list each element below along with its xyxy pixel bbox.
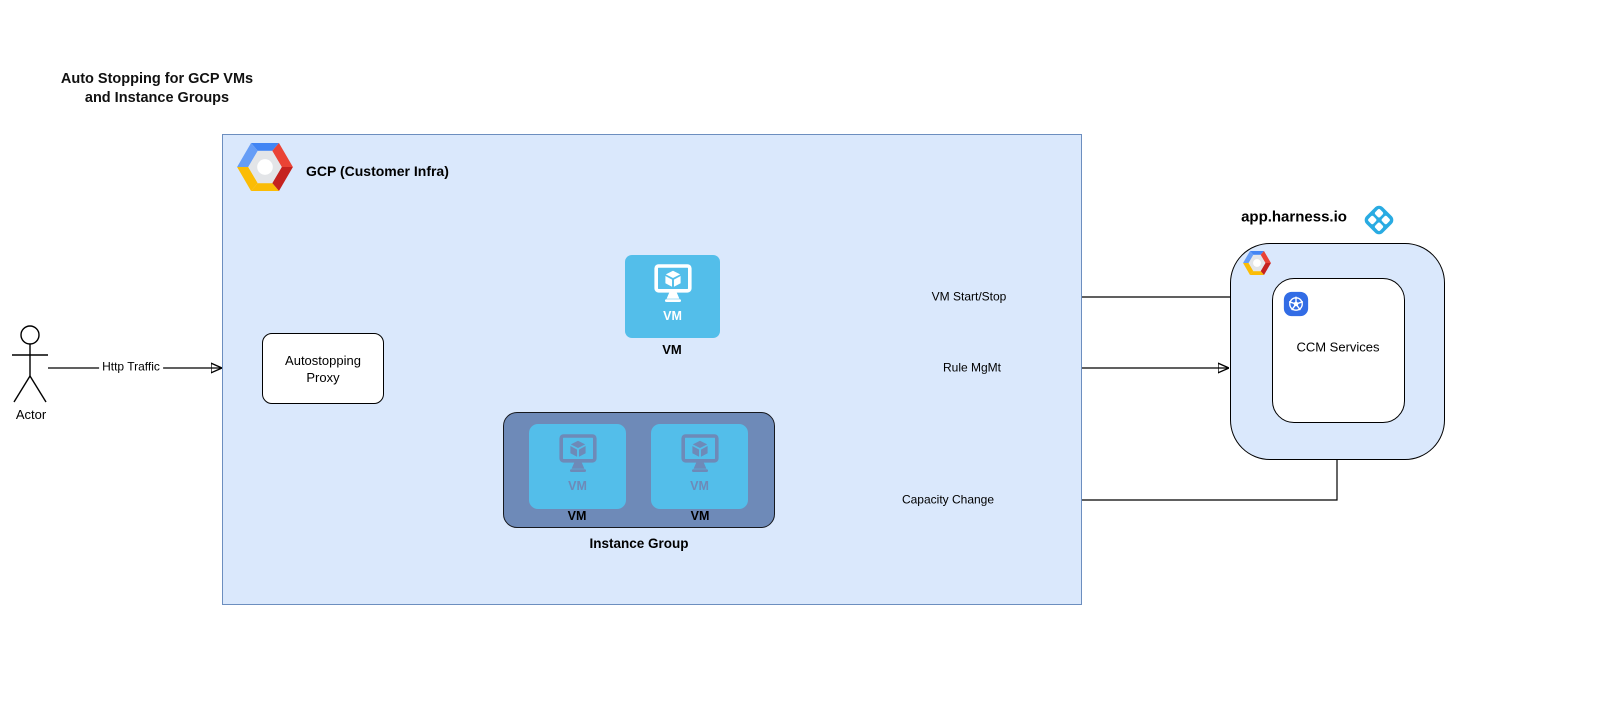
edge-label-rule-mgmt: Rule MgMt [939,360,1005,376]
gcp-box-label: GCP (Customer Infra) [306,163,449,179]
ccm-services-label: CCM Services [1296,339,1380,355]
actor-stick-figure-icon [12,325,48,403]
gcp-logo-icon [237,143,293,191]
diagram-title-line1: Auto Stopping for GCP VMs [60,71,254,87]
instance-group-vm-2-caption: VM [690,509,710,523]
edge-label-http-traffic: Http Traffic [99,359,163,375]
vm-monitor-icon [680,434,719,472]
vm-node: VM [625,255,720,338]
instance-group-vm-1-inner-label: VM [568,479,587,493]
diagram-title-line2: and Instance Groups [84,90,230,106]
actor-label: Actor [15,407,47,422]
autostopping-proxy-node: Autostopping Proxy [262,333,384,404]
vm-monitor-icon [558,434,597,472]
instance-group-vm-1: VM [529,424,626,509]
instance-group-vm-2-inner-label: VM [690,479,709,493]
instance-group-node: VM VM VM VM [503,412,775,528]
vm-node-inner-label: VM [663,309,682,323]
vm-monitor-icon [653,264,692,302]
harness-domain-label: app.harness.io [1241,208,1347,226]
instance-group-caption: Instance Group [589,536,689,551]
kubernetes-icon [1283,291,1309,317]
vm-node-caption: VM [662,342,682,357]
instance-group-vm-1-caption: VM [567,509,587,523]
autostopping-proxy-label: Autostopping Proxy [285,352,361,385]
diagram-title: Auto Stopping for GCP VMs and Instance G… [28,70,286,108]
instance-group-vm-2: VM [651,424,748,509]
edge-label-vm-start-stop: VM Start/Stop [928,289,1010,305]
harness-logo-icon [1364,205,1394,235]
gcp-logo-icon [1243,251,1271,275]
edge-label-capacity-change: Capacity Change [898,492,998,508]
